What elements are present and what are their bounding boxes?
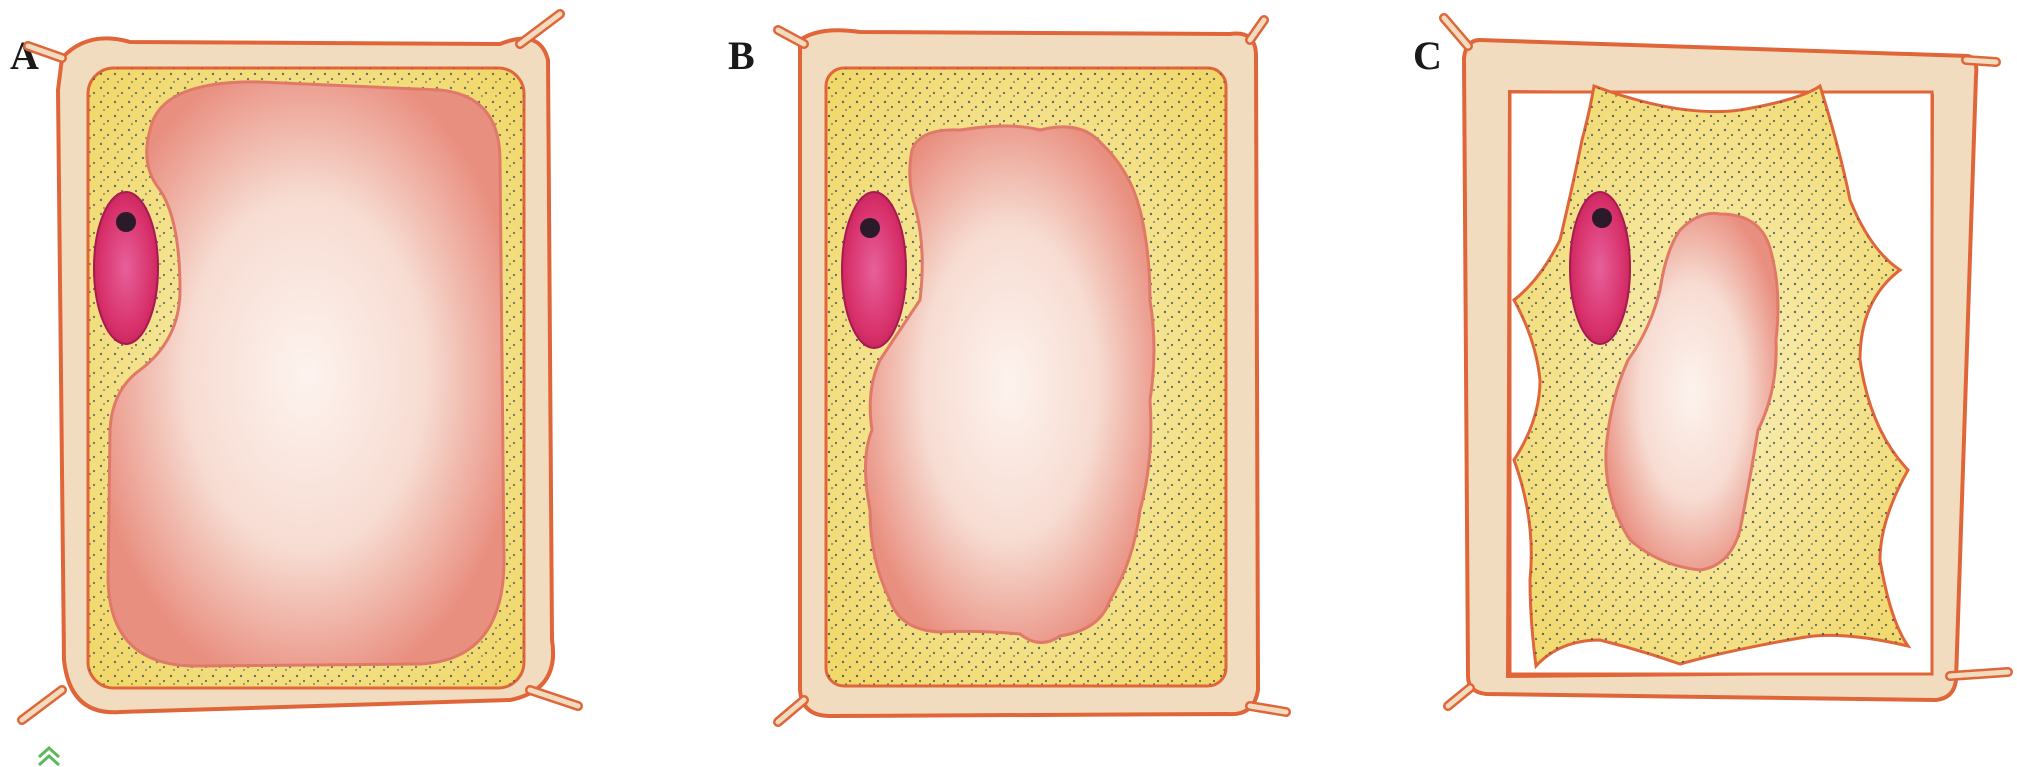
up-chevrons-icon (36, 744, 62, 767)
nucleolus-b (860, 218, 880, 238)
cell-c (1444, 18, 2008, 706)
cell-a (22, 14, 578, 720)
nucleolus-a (116, 212, 136, 232)
vacuole-a (108, 82, 504, 666)
nucleus-b (842, 192, 906, 348)
cell-b (778, 20, 1286, 722)
nucleolus-c (1592, 208, 1612, 228)
